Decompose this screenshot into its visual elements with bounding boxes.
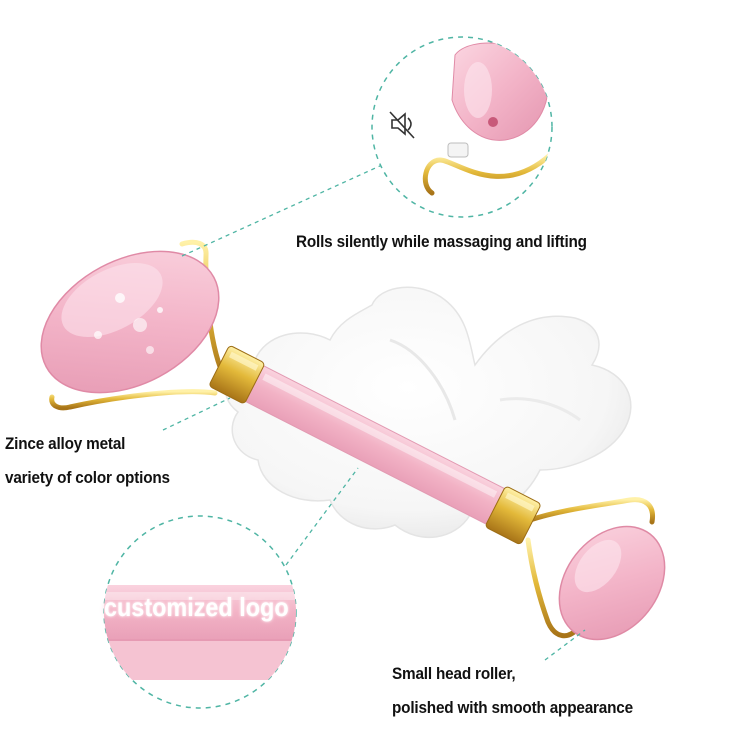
gold-frame — [49, 239, 656, 639]
alloy-caption-line1: Zince alloy metal — [5, 434, 126, 453]
alloy-caption-line2: variety of color options — [5, 468, 170, 487]
large-roller-head — [40, 250, 220, 394]
guide-lines — [162, 164, 586, 661]
small-roller-head — [558, 525, 666, 641]
top-zoom-circle — [371, 36, 553, 218]
bottom-zoom-circle — [103, 515, 297, 709]
silent-roll-caption: Rolls silently while massaging and lifti… — [296, 232, 587, 251]
mute-speaker-icon — [389, 111, 415, 139]
quartz-handle — [209, 345, 541, 545]
small-roller-caption-line1: Small head roller, — [392, 664, 516, 683]
customized-logo-text: customized logo — [104, 592, 289, 622]
small-roller-caption-line2: polished with smooth appearance — [392, 698, 633, 717]
